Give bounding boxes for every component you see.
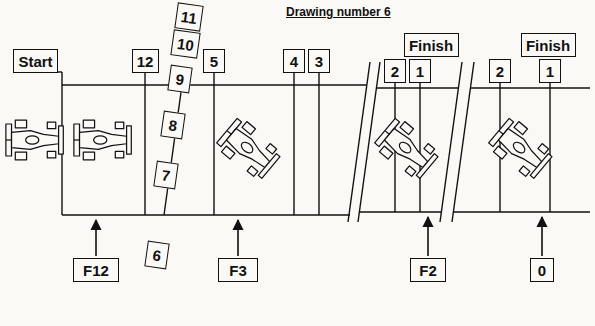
box-label: 8 <box>168 117 178 133</box>
box-label: F12 <box>83 263 109 278</box>
box-label: 5 <box>210 54 218 69</box>
label-box: 2 <box>489 59 511 83</box>
race-car <box>372 116 441 183</box>
race-car <box>6 120 63 160</box>
box-label: 1 <box>546 64 554 79</box>
label-box: F3 <box>218 258 258 282</box>
track-edge <box>359 211 442 212</box>
box-label: 4 <box>290 54 298 69</box>
track-edge <box>470 87 590 88</box>
box-label: Finish <box>409 38 453 53</box>
label-box: 4 <box>283 49 305 73</box>
label-box: 11 <box>174 2 203 31</box>
drawing-title: Drawing number 6 <box>286 5 391 19</box>
label-box: 8 <box>160 111 185 140</box>
label-box: 0 <box>530 258 554 282</box>
break-line <box>452 62 474 222</box>
label-box: 1 <box>539 59 561 83</box>
box-label: Finish <box>526 38 570 53</box>
track-edge <box>453 211 590 212</box>
box-label: 0 <box>538 263 546 278</box>
marker-line <box>318 72 319 215</box>
label-box: 3 <box>308 49 330 73</box>
break-line <box>440 62 462 222</box>
box-label: 1 <box>416 64 424 79</box>
marker-line <box>164 85 182 215</box>
label-box: F2 <box>410 258 446 282</box>
pointer-arrow <box>237 220 239 256</box>
pointer-arrow <box>541 217 543 256</box>
label-box: 1 <box>409 59 431 83</box>
track-edge <box>376 87 459 88</box>
box-label: 3 <box>315 54 323 69</box>
cars <box>6 116 556 183</box>
marker-line <box>144 72 145 215</box>
box-label: 2 <box>496 64 504 79</box>
label-box: 10 <box>170 29 200 59</box>
race-car <box>74 120 131 160</box>
box-label: 9 <box>175 71 185 87</box>
label-box: 2 <box>384 59 406 83</box>
label-box: 5 <box>203 49 225 73</box>
box-label: F2 <box>419 263 437 278</box>
finish-line <box>419 82 420 212</box>
box-label: 2 <box>391 64 399 79</box>
box-label: F3 <box>229 263 247 278</box>
box-label: 11 <box>180 8 198 25</box>
box-label: 6 <box>152 247 162 263</box>
track-edge <box>62 214 350 215</box>
box-label: 10 <box>176 35 195 52</box>
marker-line <box>213 72 214 215</box>
label-box: 9 <box>167 65 192 94</box>
break-line <box>348 62 370 222</box>
box-label: Start <box>18 54 52 69</box>
finish-line <box>549 82 550 212</box>
label-box: F12 <box>73 258 119 282</box>
race-car <box>214 116 283 183</box>
track-lines <box>58 62 590 222</box>
race-car <box>486 116 555 183</box>
box-label: 12 <box>137 54 154 69</box>
label-box: 6 <box>144 241 169 270</box>
label-box: Start <box>13 49 58 73</box>
label-box: Finish <box>404 33 459 57</box>
pointer-arrow <box>427 217 429 256</box>
label-box: Finish <box>521 33 576 57</box>
marker-line <box>293 72 294 215</box>
pointer-arrow <box>95 220 97 256</box>
label-box: 7 <box>153 161 178 190</box>
label-box: 12 <box>132 49 159 73</box>
box-label: 7 <box>161 167 171 183</box>
